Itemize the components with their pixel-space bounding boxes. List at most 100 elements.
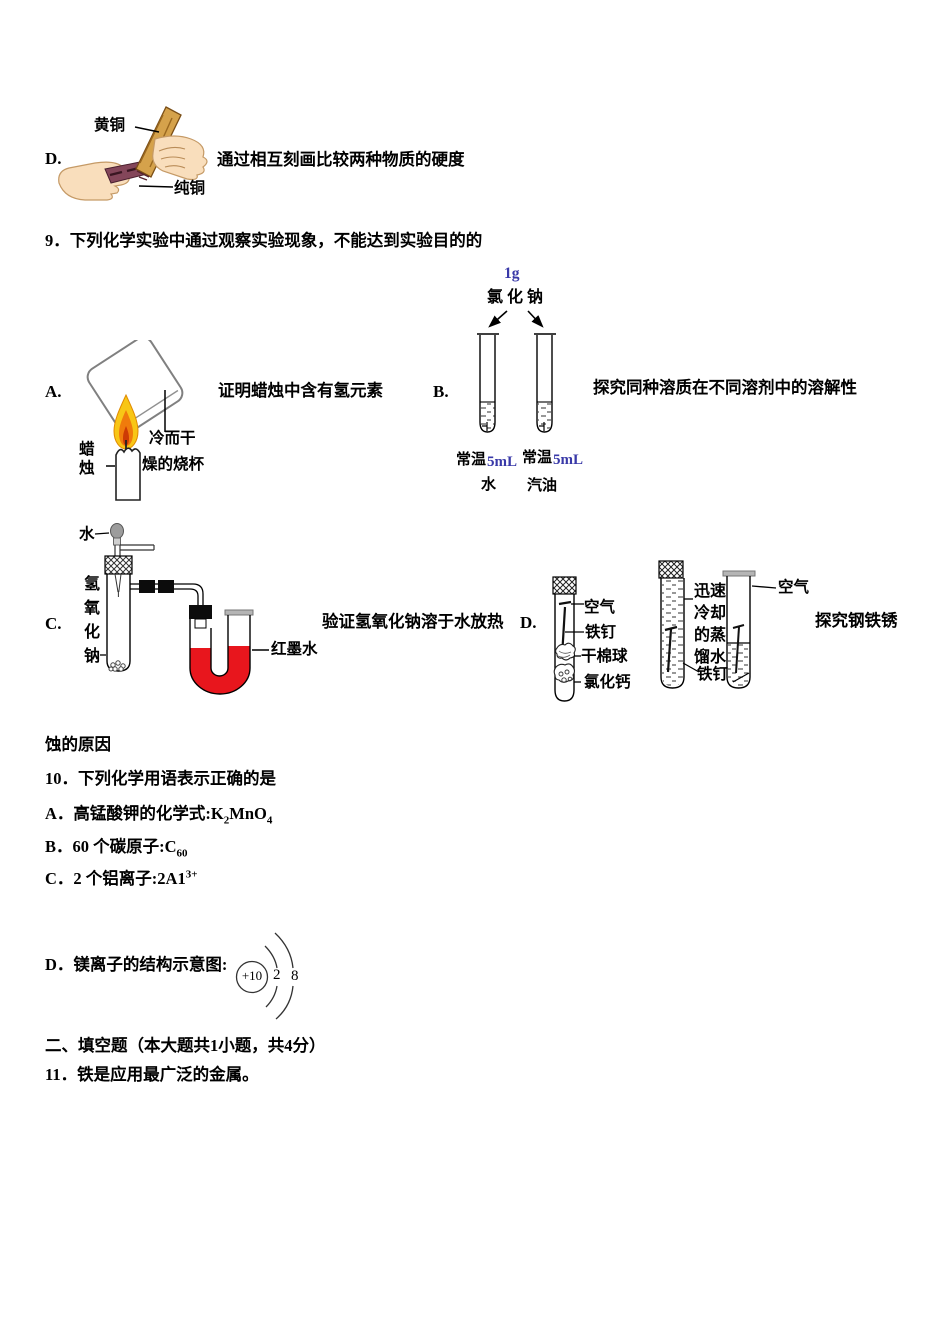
candle-label: 蜡烛 [79, 441, 95, 477]
test-tube-gasoline [534, 333, 556, 433]
tube1-volume-label: 5mL [487, 454, 517, 470]
q9-option-c-letter: C. [45, 614, 62, 633]
nucleus-charge: +10 [241, 968, 263, 983]
red-ink-liquid [190, 646, 250, 694]
water-label-line [94, 532, 110, 535]
red-ink-label: 红墨水 [271, 641, 318, 658]
tube3-rim [722, 570, 756, 577]
dropper-tip [114, 573, 122, 597]
rust-experiment-figure [552, 560, 777, 702]
utube-stopper [189, 605, 212, 619]
q10-option-d-text: D．镁离子的结构示意图: [45, 955, 228, 974]
cotton-label: 干棉球 [581, 648, 628, 665]
solute-label: 氯化钠 [487, 289, 548, 306]
nail-head-3 [732, 624, 745, 629]
q9-option-a-letter: A. [45, 382, 62, 401]
naoh-test-tube [106, 574, 131, 672]
distilled-water-label: 迅速冷却的蒸馏水 [694, 583, 727, 666]
section2-title: 二、填空题（本大题共1小题，共4分） [45, 1036, 326, 1055]
finger-lines [158, 146, 186, 169]
nail-2 [666, 628, 673, 673]
q9-option-b-letter: B. [433, 382, 449, 401]
inner-shell-arc-bottom [265, 985, 278, 1008]
atomic-structure-diagram [235, 932, 294, 1020]
outer-shell-arc-bottom [275, 985, 294, 1020]
q10-option-c-text: C．2 个铝离子:2A1 [45, 869, 186, 888]
q10-title: 10．下列化学用语表示正确的是 [45, 769, 276, 788]
inverted-beaker [86, 340, 184, 434]
q9-title: 9．下列化学实验中通过观察实验现象，不能达到实验目的的 [45, 231, 483, 250]
test-tube-water [477, 333, 499, 433]
naoh-pellets [108, 660, 126, 672]
utube-glass [189, 615, 251, 695]
naoh-utube-apparatus-figure [94, 523, 269, 695]
q9-option-d-text: 探究钢铁锈 [815, 611, 898, 630]
beaker-label-line1: 冷而干 [149, 430, 196, 447]
brass-label-line [134, 126, 160, 133]
dropper-neck [113, 537, 121, 546]
q9-option-b-text: 探究同种溶质在不同溶剂中的溶解性 [593, 378, 857, 397]
dropper-bulb [110, 523, 124, 539]
tube2-temp-label: 常温 [522, 450, 553, 466]
q8-option-d-text: 通过相互刻画比较两种物质的硬度 [217, 150, 465, 169]
distilled-water-tube [658, 560, 693, 689]
q9-option-d-letter: D. [520, 613, 537, 632]
copper-label: 纯铜 [174, 180, 206, 197]
q10-option-a-sub2: 4 [266, 814, 273, 827]
tube2-solvent-label: 汽油 [527, 478, 558, 494]
nail-label-1: 铁钉 [585, 624, 617, 641]
q9-option-d-text-continued: 蚀的原因 [45, 735, 111, 754]
outer-shell-arc-top [274, 932, 294, 969]
tube2-volume-label: 5mL [553, 452, 583, 468]
connecting-tube [130, 580, 204, 606]
inner-shell-electrons: 2 [273, 967, 281, 983]
nail-head-2 [664, 625, 678, 632]
q9-option-a-text: 证明蜡烛中含有氢元素 [218, 381, 383, 400]
air-label-1: 空气 [584, 599, 616, 616]
q10-option-a-text2: MnO [229, 804, 267, 823]
q10-option-b: B．60 个碳原子:C60 [45, 837, 188, 860]
inner-shell-arc-top [264, 945, 278, 969]
q10-option-a-sub: 2 [223, 814, 230, 827]
outer-shell-electrons: 8 [291, 968, 299, 984]
scratch-marks [136, 170, 150, 181]
arrow-right [527, 310, 544, 328]
rubber-stopper [104, 555, 133, 575]
tube1-temp-label: 常温 [456, 452, 487, 468]
nail-label-2: 铁钉 [697, 666, 729, 683]
solubility-test-tubes-figure [477, 310, 556, 433]
mass-label: 1g [504, 265, 520, 282]
cotton-ball [554, 642, 576, 661]
water-label: 水 [79, 526, 95, 543]
candle-beaker-figure [86, 340, 184, 501]
candle-body [115, 447, 141, 501]
nail-label-line-right [732, 672, 750, 683]
q10-option-a: A．高锰酸钾的化学式:K2MnO4 [45, 804, 273, 827]
nucleus-circle [235, 960, 269, 994]
q10-option-b-text: B．60 个碳原子:C [45, 837, 177, 856]
utube-neck [194, 618, 207, 629]
air-label-2: 空气 [778, 579, 810, 596]
flame-core [123, 426, 129, 445]
open-air-tube [722, 570, 777, 689]
beaker-label-line2: 燥的烧杯 [142, 456, 205, 473]
dry-air-tube [552, 576, 584, 702]
q10-option-a-text: A．高锰酸钾的化学式:K [45, 804, 224, 823]
nail-3 [735, 626, 740, 674]
copper-label-line [138, 185, 174, 188]
nail-head-1 [558, 600, 572, 606]
q10-option-b-sub: 60 [176, 847, 188, 860]
nail-label-line-left [682, 662, 700, 673]
brass-copper-scratch-figure [58, 106, 208, 201]
tube1-solvent-label: 水 [481, 477, 497, 493]
q10-option-c: C．2 个铝离子:2A13+ [45, 868, 198, 889]
utube-right-rim [224, 609, 254, 616]
q9-option-c-text: 验证氢氧化钠溶于水放热 [322, 612, 504, 631]
q10-option-c-sup: 3+ [185, 868, 198, 881]
cacl2-label: 氯化钙 [584, 674, 631, 691]
brass-label: 黄铜 [94, 117, 126, 134]
side-outlet-tube [120, 544, 155, 551]
q8-option-d-letter: D. [45, 149, 62, 168]
arrow-left [488, 310, 508, 328]
